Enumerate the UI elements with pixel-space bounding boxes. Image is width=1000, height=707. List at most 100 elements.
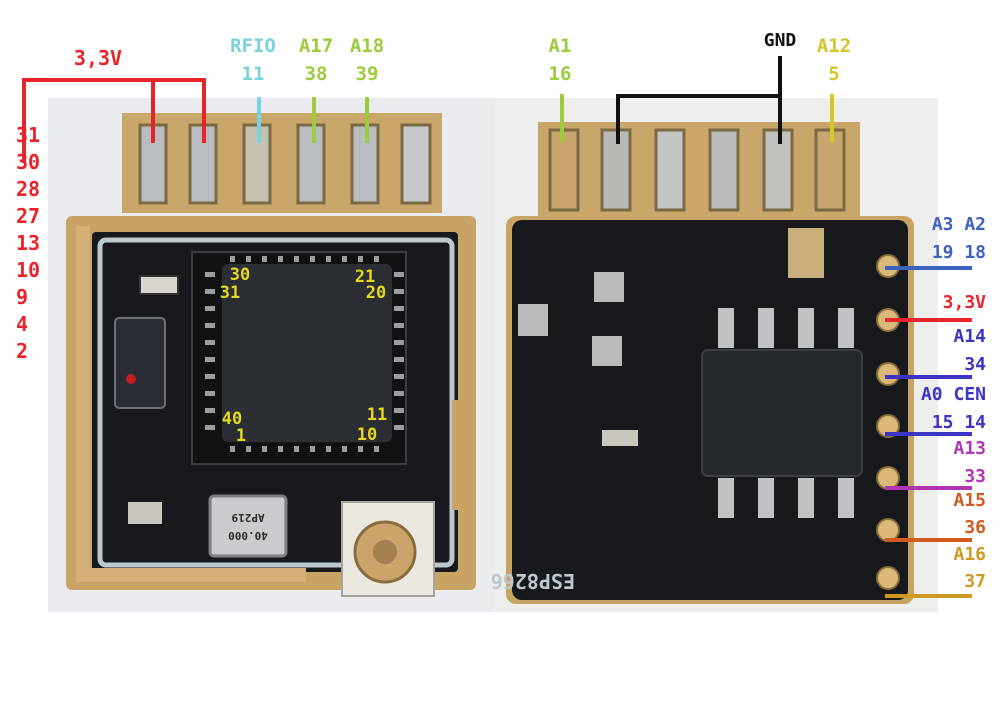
chip-pin-mark bbox=[394, 272, 404, 277]
side-pin-name: A16 bbox=[953, 544, 986, 565]
bottom-silk-text: ESP8266 bbox=[491, 569, 575, 593]
chip-pin-marks bbox=[205, 256, 404, 452]
chip-pin-mark bbox=[358, 446, 363, 452]
back-pad-3 bbox=[654, 128, 686, 212]
chip-pin-mark bbox=[205, 357, 215, 362]
red-wire-left bbox=[22, 78, 206, 163]
supply-label-left: 3,3V bbox=[74, 46, 122, 70]
flash-pin-b1 bbox=[718, 478, 734, 518]
chip-pin-mark bbox=[326, 256, 331, 262]
left-pin-number: 9 bbox=[16, 285, 28, 309]
side-pin-name: 3,3V bbox=[943, 292, 987, 313]
side-pin-number: 15 14 bbox=[932, 412, 986, 433]
castellation-5 bbox=[876, 466, 900, 490]
gnd-wire bbox=[616, 94, 782, 144]
chip-pin-mark bbox=[205, 289, 215, 294]
ufl-connector-core bbox=[373, 540, 397, 564]
left-annotation-wires bbox=[22, 78, 369, 163]
rfio-number: 11 bbox=[242, 63, 265, 85]
chip-pin-mark bbox=[342, 256, 347, 262]
chip-pin-labels: 30 31 21 20 40 1 11 10 bbox=[220, 265, 387, 446]
back-pad-4 bbox=[708, 128, 740, 212]
side-pin-name: A15 bbox=[953, 490, 986, 511]
side-pin-name: A0 CEN bbox=[921, 384, 986, 405]
a1-label: A1 bbox=[549, 35, 572, 57]
chip-pin-mark bbox=[205, 323, 215, 328]
flash-pin-b2 bbox=[758, 478, 774, 518]
chip-pin-mark bbox=[205, 374, 215, 379]
side-pin-name: A14 bbox=[953, 326, 986, 347]
chip-pin-mark bbox=[394, 323, 404, 328]
chip-pin-mark bbox=[310, 446, 315, 452]
flash-chip bbox=[701, 349, 863, 477]
led-dot bbox=[126, 374, 136, 384]
chip-pin-mark bbox=[394, 357, 404, 362]
left-top-pad-labels: RFIO 11 A17 38 A18 39 bbox=[230, 35, 384, 85]
chip-pin-mark bbox=[326, 446, 331, 452]
crystal-label-2: AP219 bbox=[231, 511, 264, 524]
chip-pin-mark bbox=[262, 256, 267, 262]
led-component bbox=[114, 317, 166, 409]
side-pin-number: 34 bbox=[964, 354, 986, 375]
chip-pin-mark bbox=[394, 391, 404, 396]
chip-pin-mark bbox=[278, 446, 283, 452]
chip-pin-mark bbox=[394, 425, 404, 430]
chip-pin-mark bbox=[205, 306, 215, 311]
chip-pin-mark bbox=[374, 446, 379, 452]
flash-pin-t3 bbox=[798, 308, 814, 348]
smd-capacitor-back bbox=[788, 228, 824, 278]
left-antenna-trace bbox=[76, 226, 90, 581]
right-annotation-wires bbox=[560, 56, 834, 144]
chip-pin-mark bbox=[230, 446, 235, 452]
a17-label: A17 bbox=[299, 35, 333, 57]
esp-chip bbox=[222, 264, 392, 442]
chip-pin-10: 10 bbox=[357, 425, 377, 445]
chip-pin-mark bbox=[394, 306, 404, 311]
a12-label: A12 bbox=[817, 35, 851, 57]
crystal-label-1: 40.000 bbox=[228, 529, 268, 542]
smd-pad-3 bbox=[592, 336, 622, 366]
a17-number: 38 bbox=[305, 63, 328, 85]
side-pin-number: 33 bbox=[964, 466, 986, 487]
pad-4 bbox=[296, 123, 326, 205]
chip-pin-mark bbox=[394, 340, 404, 345]
smd-resistor-back bbox=[602, 430, 638, 446]
chip-pin-mark bbox=[294, 256, 299, 262]
castellation-3 bbox=[876, 362, 900, 386]
castellation-4 bbox=[876, 414, 900, 438]
side-pin-number: 37 bbox=[964, 571, 986, 592]
a18-number: 39 bbox=[356, 63, 379, 85]
chip-pin-mark bbox=[230, 256, 235, 262]
right-board: ESP8266 bbox=[491, 98, 938, 612]
chip-pin-mark bbox=[394, 374, 404, 379]
smd-capacitor bbox=[128, 502, 162, 524]
pad-5 bbox=[350, 123, 380, 205]
a12-number: 5 bbox=[828, 63, 839, 85]
chip-pin-mark bbox=[205, 272, 215, 277]
chip-pin-mark bbox=[294, 446, 299, 452]
left-pin-number: 4 bbox=[16, 312, 28, 336]
chip-pin-40: 40 bbox=[222, 409, 242, 429]
left-pin-number: 31 bbox=[16, 123, 40, 147]
left-pin-number: 28 bbox=[16, 177, 40, 201]
smd-resistor bbox=[139, 275, 179, 295]
flash-pin-b4 bbox=[838, 478, 854, 518]
castellation-7 bbox=[876, 566, 900, 590]
chip-pin-mark bbox=[278, 256, 283, 262]
pad-6 bbox=[400, 123, 432, 205]
flash-pin-t2 bbox=[758, 308, 774, 348]
chip-pin-mark bbox=[358, 256, 363, 262]
chip-pin-mark bbox=[262, 446, 267, 452]
chip-pin-mark bbox=[374, 256, 379, 262]
smd-pad-1 bbox=[518, 304, 548, 336]
chip-pin-11: 11 bbox=[367, 405, 387, 425]
chip-pin-1: 1 bbox=[236, 426, 246, 446]
chip-pin-mark bbox=[394, 289, 404, 294]
side-pin-number: 36 bbox=[964, 517, 986, 538]
chip-pin-mark bbox=[246, 446, 251, 452]
crystal bbox=[208, 494, 288, 558]
side-pin-number: 19 18 bbox=[932, 242, 986, 263]
a1-number: 16 bbox=[549, 63, 572, 85]
left-pin-number: 10 bbox=[16, 258, 40, 282]
left-pin-number: 30 bbox=[16, 150, 40, 174]
